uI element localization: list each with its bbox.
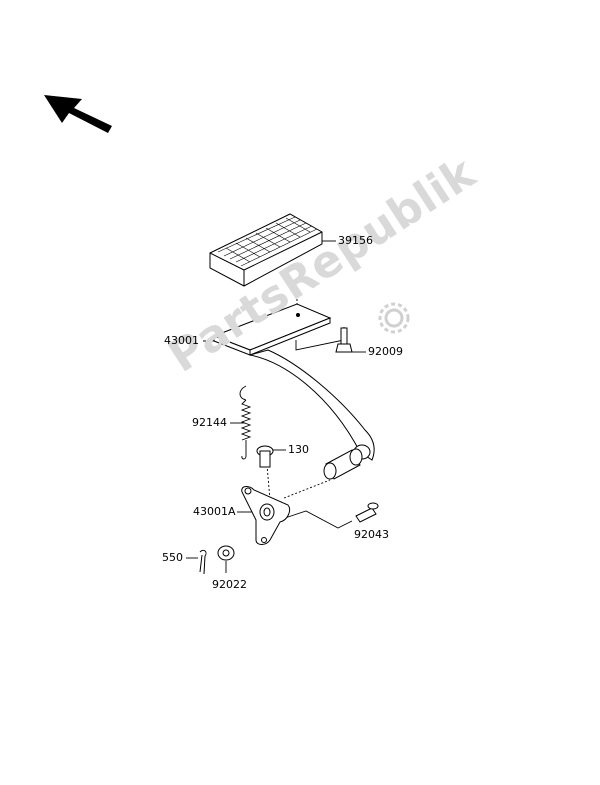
part-label-43001A: 43001A	[193, 505, 236, 518]
part-label-550: 550	[162, 551, 183, 564]
part-label-130: 130	[288, 443, 309, 456]
bolt-92009	[335, 327, 353, 353]
cotter-pin-550	[199, 549, 207, 575]
washer-92022	[217, 545, 235, 561]
part-label-92043: 92043	[354, 528, 389, 541]
part-label-92009: 92009	[368, 345, 403, 358]
pedal-pivot-shaft	[323, 448, 363, 480]
return-spring	[239, 385, 252, 460]
part-label-92144: 92144	[192, 416, 227, 429]
part-label-92022: 92022	[212, 578, 247, 591]
part-label-39156: 39156	[338, 234, 373, 247]
part-label-43001: 43001	[164, 334, 199, 347]
brake-pedal-arm	[212, 303, 375, 461]
pedal-pad-rubber	[209, 213, 323, 287]
bolt-130	[256, 445, 274, 468]
gear-icon	[378, 302, 410, 334]
front-arrow-icon	[44, 95, 112, 133]
pedal-lever-43001A	[241, 486, 291, 545]
pin-92043	[355, 502, 379, 523]
